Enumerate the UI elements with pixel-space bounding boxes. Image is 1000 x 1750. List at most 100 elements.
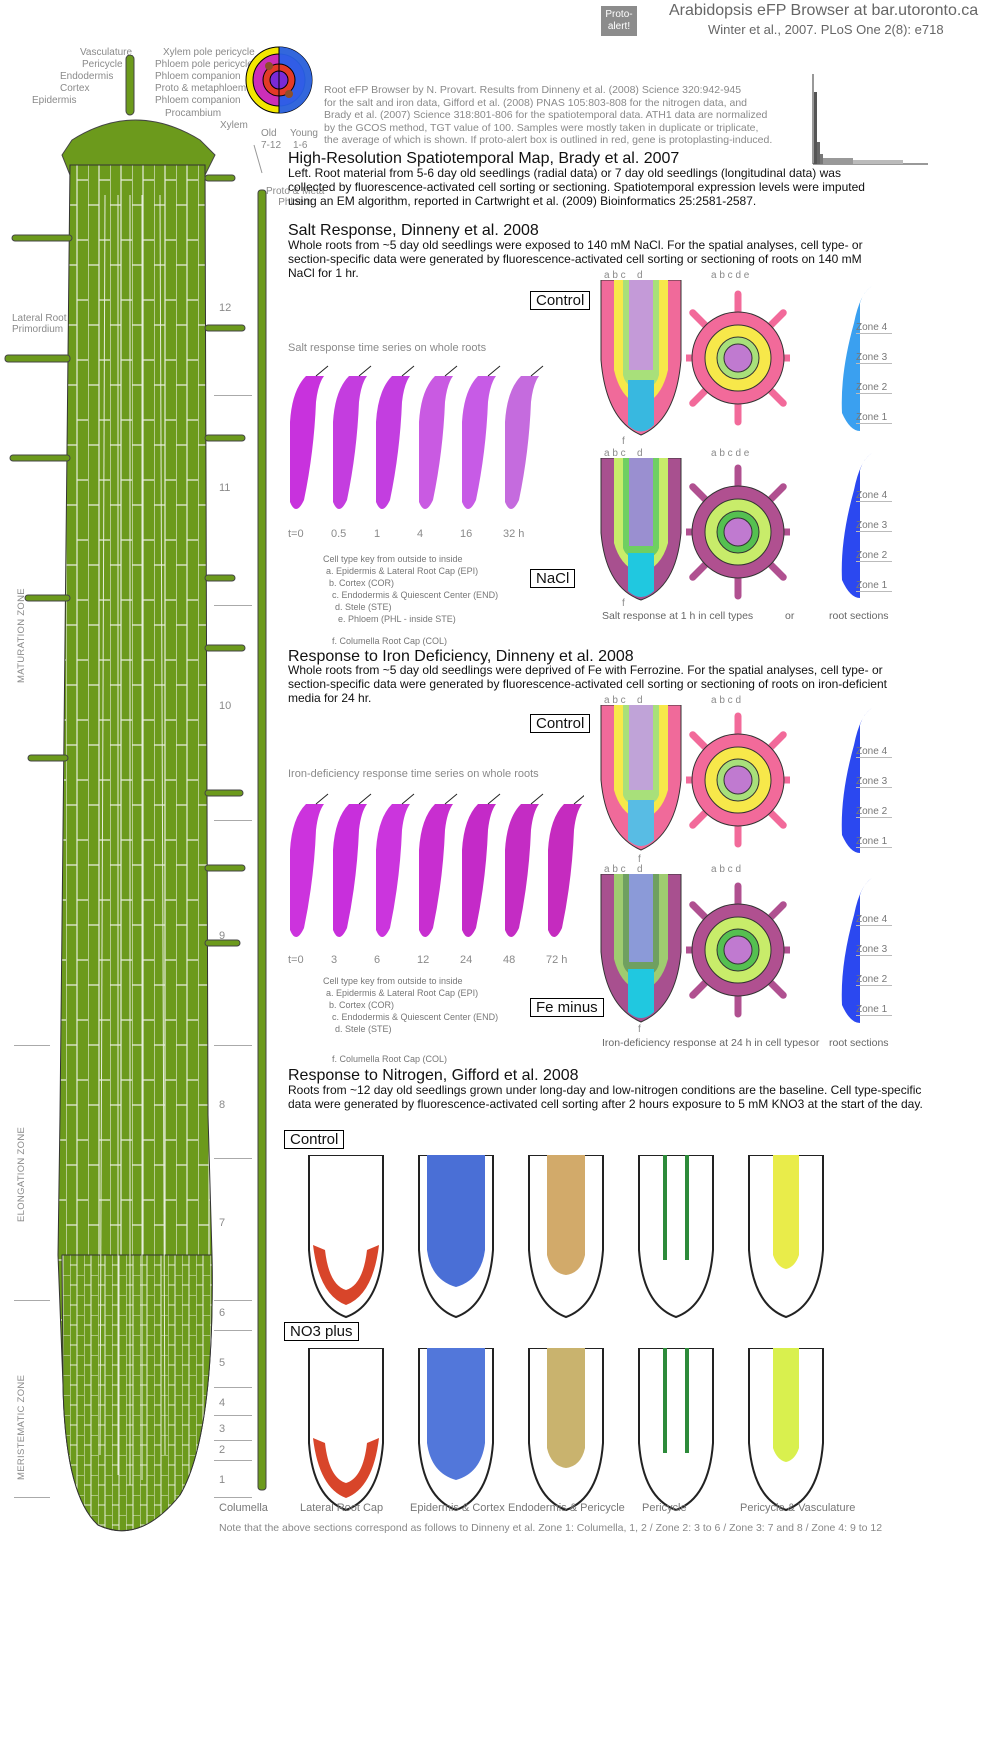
- section-tick: [214, 1415, 252, 1416]
- salt-caption: Salt response at 1 h in cell types: [602, 610, 754, 622]
- expression-region: [313, 1438, 379, 1498]
- nitrogen-root-tip: [418, 1348, 494, 1512]
- salt-nacl-cross: [686, 464, 790, 600]
- cell-layer: [723, 343, 753, 373]
- iron-caption-or: or: [810, 1037, 820, 1049]
- time-series-root: [376, 804, 410, 938]
- zone-label: Zone 4: [856, 322, 892, 334]
- time-point-label: 0.5: [331, 528, 347, 540]
- section-tick: [214, 395, 252, 396]
- iron-control-tip: [600, 705, 682, 851]
- nitrogen-no3-plus-label: NO3 plus: [284, 1322, 359, 1341]
- expression-region: [427, 1155, 485, 1287]
- zone-label: Zone 1: [856, 1004, 892, 1016]
- salt-key-item: f. Columella Root Cap (COL): [332, 636, 448, 646]
- section-8: 8: [219, 1099, 226, 1111]
- section-tick: [214, 1300, 252, 1301]
- zone-label: Zone 3: [856, 520, 892, 532]
- zone-divider: [14, 1045, 50, 1046]
- nitrogen-root-tip: [528, 1155, 604, 1319]
- time-series-root: [333, 804, 367, 938]
- salt-title: Salt Response, Dinneny et al. 2008: [288, 222, 539, 239]
- salt-key-item: a. Epidermis & Lateral Root Cap (EPI): [326, 566, 479, 576]
- nitrogen-column-label: Endodermis & Pericycle: [508, 1502, 625, 1514]
- zone-label: Zone 3: [856, 944, 892, 956]
- expression-region: [663, 1155, 689, 1260]
- zone-label: Zone 1: [856, 412, 892, 424]
- nitrogen-column-label: Epidermis & Cortex: [410, 1502, 505, 1514]
- iron-caption: Iron-deficiency response at 24 h in cell…: [602, 1037, 810, 1049]
- section-tick: [214, 605, 252, 606]
- iron-control-label: Control: [530, 714, 591, 733]
- time-series-root-stem: [315, 793, 329, 805]
- salt-key-title: Cell type key from outside to inside: [323, 554, 463, 564]
- root-outline: [638, 1155, 714, 1319]
- zone-label: Zone 4: [856, 914, 892, 926]
- cell-layer: [723, 517, 753, 547]
- salt-nacl-tip: [600, 458, 682, 601]
- salt-time-series: [290, 365, 544, 510]
- section-tick: [214, 1497, 252, 1498]
- time-series-root-stem: [487, 793, 501, 805]
- iron-key: Cell type key from outside to inside a. …: [323, 975, 498, 1065]
- salt-caption-or: or: [785, 610, 795, 622]
- nitrogen-root-tip: [528, 1348, 604, 1512]
- label-young: Young: [290, 128, 318, 139]
- nitrogen-root-tip: [748, 1155, 824, 1319]
- root-longitudinal-diagram: [4, 55, 267, 1532]
- label-lateral-root-primordium: Lateral Root Primordium: [12, 313, 67, 335]
- time-series-root: [290, 804, 324, 938]
- section-tick: [214, 1158, 252, 1159]
- time-series-root-stem: [530, 365, 544, 377]
- time-series-root-stem: [401, 793, 415, 805]
- iron-letter-f-2: f: [638, 1024, 641, 1035]
- time-series-root: [462, 804, 496, 938]
- salt-caption-sections: root sections: [829, 610, 889, 622]
- time-point-label: 12: [417, 954, 430, 966]
- zone-label: Zone 1: [856, 580, 892, 592]
- nitrogen-root-tip: [418, 1155, 494, 1319]
- time-point-label: 24: [460, 954, 473, 966]
- iron-description: Whole roots from ~5 day old seedlings we…: [288, 663, 887, 705]
- time-series-root: [333, 376, 367, 510]
- label-xylem: Xylem: [220, 120, 248, 131]
- salt-control-cross: [686, 290, 790, 426]
- time-series-root-stem: [358, 793, 372, 805]
- page-title: Arabidopsis eFP Browser at bar.utoronto.…: [669, 2, 979, 19]
- expression-region: [773, 1348, 799, 1462]
- salt-key-item: c. Endodermis & Quiescent Center (END): [332, 590, 499, 600]
- nitrogen-root-tip: [748, 1348, 824, 1512]
- time-series-root: [462, 376, 496, 510]
- elongation-zone-label: ELONGATION ZONE: [16, 1126, 27, 1222]
- label-phloem-companion-2: Phloem companion: [155, 95, 241, 106]
- time-point-label: 4: [417, 528, 424, 540]
- salt-letters-cross-2: a b c d e: [711, 448, 750, 459]
- iron-control-zones: [841, 708, 872, 853]
- time-series-root: [419, 804, 453, 938]
- expression-region: [663, 1348, 689, 1453]
- section-tick: [214, 820, 252, 821]
- salt-key-item: b. Cortex (COR): [329, 578, 395, 588]
- salt-control-label: Control: [530, 291, 591, 310]
- iron-time-series: [290, 793, 584, 938]
- iron-series-label: Iron-deficiency response time series on …: [288, 768, 539, 780]
- label-cortex: Cortex: [60, 83, 90, 94]
- nitrogen-column-label: Lateral Root Cap: [300, 1502, 384, 1514]
- salt-letter-d: d: [637, 270, 643, 281]
- info-paragraph: Root eFP Browser by N. Provart. Results …: [324, 84, 824, 147]
- expression-region: [773, 1155, 799, 1269]
- section-12: 12: [219, 302, 232, 314]
- zone-divider: [14, 1300, 50, 1301]
- section-2: 2: [219, 1444, 226, 1456]
- label-proto-meta-phloem: Proto & Meta Phloem: [266, 186, 325, 208]
- salt-control-tip: [600, 280, 682, 436]
- cell-layer: [723, 935, 753, 965]
- time-point-label: 72 h: [546, 954, 568, 966]
- section-tick: [214, 1330, 252, 1331]
- info-line: Brady et al. (2007) Science 318:801-806 …: [324, 109, 768, 121]
- label-pericycle: Pericycle: [82, 59, 123, 70]
- section-tick: [214, 1045, 252, 1046]
- salt-letter-f-2: f: [622, 598, 625, 609]
- label-phloem-pole-pericycle: Phloem pole pericycle: [155, 59, 253, 70]
- nitrogen-column-label: Pericycle: [642, 1502, 687, 1514]
